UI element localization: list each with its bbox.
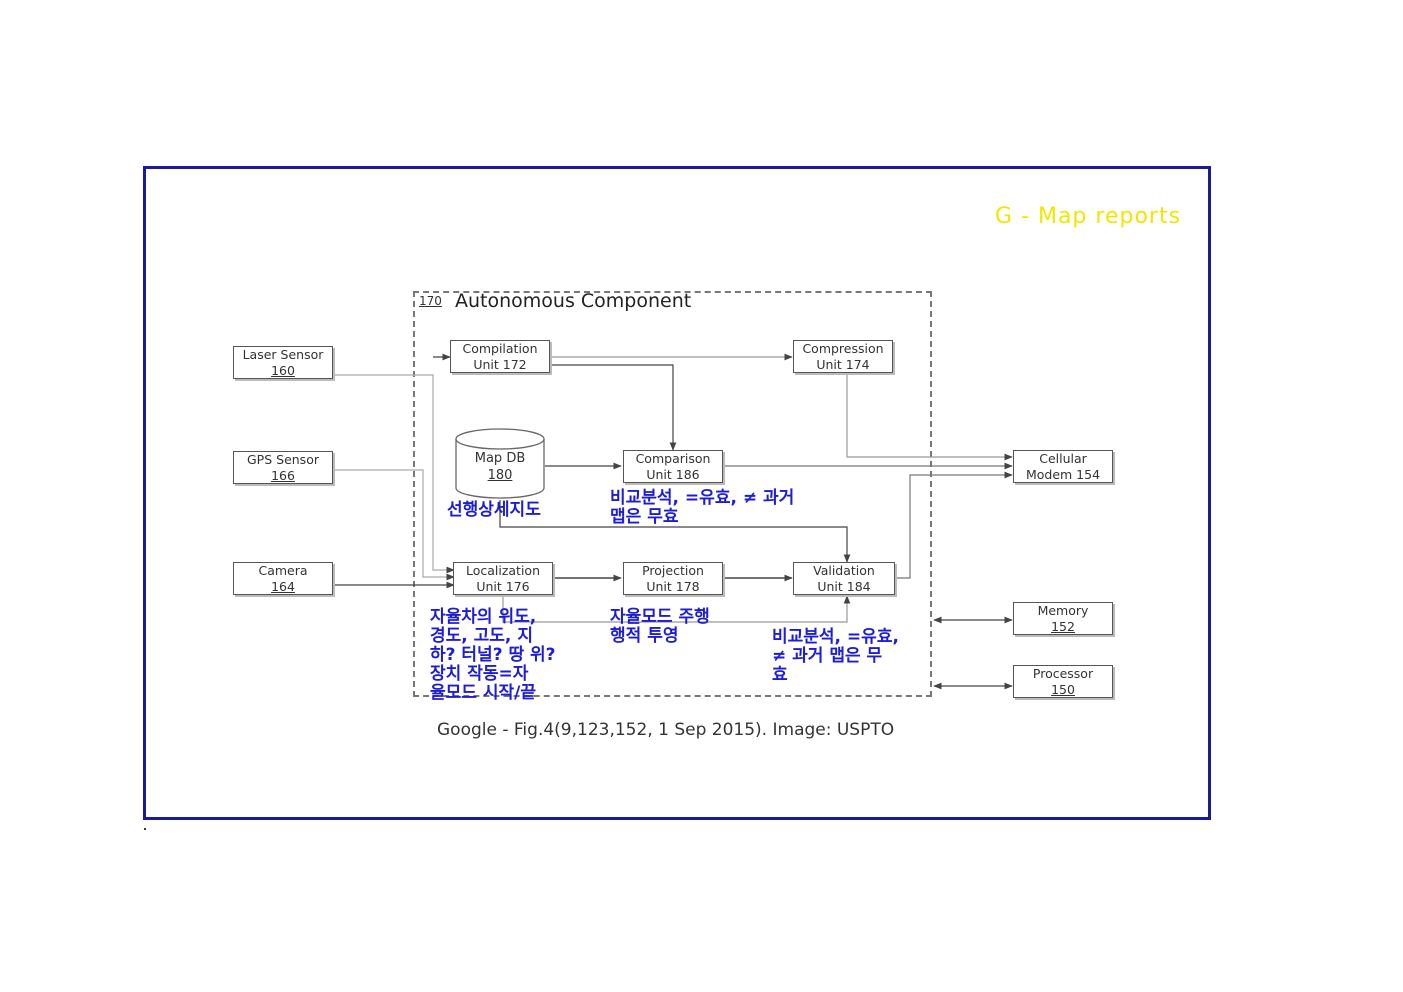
wire-gps-localization bbox=[333, 469, 455, 581]
box-label: Compilation bbox=[462, 340, 538, 356]
wire-compression-cellular bbox=[846, 373, 1013, 461]
wire-laser-localization bbox=[333, 374, 455, 574]
note-validation: 비교분석, =유효, ≠ 과거 맵은 무 효 bbox=[772, 627, 899, 685]
box-label: Cellular bbox=[1039, 450, 1087, 466]
box-number: 160 bbox=[271, 362, 295, 378]
box-number: Unit 176 bbox=[476, 578, 530, 594]
box-number: Unit 184 bbox=[817, 578, 871, 594]
box-number: 164 bbox=[271, 578, 295, 594]
slide-frame bbox=[143, 166, 1211, 820]
note-projection: 자율모드 주행 행적 투영 bbox=[610, 607, 710, 646]
box-label: Localization bbox=[465, 562, 541, 578]
figure-caption: Google - Fig.4(9,123,152, 1 Sep 2015). I… bbox=[437, 720, 895, 740]
box-label: GPS Sensor bbox=[247, 451, 319, 467]
box-number: 152 bbox=[1051, 618, 1075, 634]
camera-box: Camera 164 bbox=[233, 562, 333, 595]
wire-localization-validation bbox=[502, 595, 851, 623]
mapdb-cylinder bbox=[455, 428, 545, 499]
box-number: Unit 172 bbox=[473, 356, 527, 372]
component-number: 170 bbox=[419, 294, 442, 308]
note-mapdb: 선행상세지도 bbox=[447, 500, 541, 520]
wire-validation-cellular bbox=[895, 471, 1013, 579]
slide-heading: G - Map reports bbox=[995, 204, 1182, 229]
wire-mapdb-validation bbox=[499, 500, 851, 563]
laser-sensor-box: Laser Sensor 160 bbox=[233, 346, 333, 379]
mapdb-label: Map DB 180 bbox=[455, 450, 545, 484]
box-label: Laser Sensor bbox=[242, 346, 324, 362]
box-number: Unit 178 bbox=[646, 578, 700, 594]
stray-dot bbox=[144, 828, 146, 830]
projection-unit-box: Projection Unit 178 bbox=[623, 562, 723, 595]
note-comparison: 비교분석, =유효, ≠ 과거 맵은 무효 bbox=[610, 488, 795, 527]
box-label: Processor bbox=[1032, 665, 1094, 681]
box-label: Validation bbox=[813, 562, 875, 578]
wire-compilation-comparison bbox=[550, 364, 677, 451]
cellular-modem-box: Cellular Modem 154 bbox=[1013, 450, 1113, 483]
box-label: Comparison bbox=[635, 450, 711, 466]
box-number: Unit 174 bbox=[816, 356, 870, 372]
box-label: Compression bbox=[802, 340, 884, 356]
box-number: Modem 154 bbox=[1025, 466, 1101, 482]
localization-unit-box: Localization Unit 176 bbox=[453, 562, 553, 595]
compression-unit-box: Compression Unit 174 bbox=[793, 340, 893, 373]
box-label: Projection bbox=[642, 562, 704, 578]
mapdb-number: 180 bbox=[487, 468, 513, 483]
box-number: 166 bbox=[271, 467, 295, 483]
comparison-unit-box: Comparison Unit 186 bbox=[623, 450, 723, 483]
note-localization: 자율차의 위도, 경도, 고도, 지 하? 터널? 땅 위? 장치 작동=자 율… bbox=[430, 607, 556, 703]
box-label: Memory bbox=[1037, 602, 1089, 618]
autonomous-component-boundary bbox=[413, 291, 932, 697]
processor-box: Processor 150 bbox=[1013, 665, 1113, 698]
box-number: Unit 186 bbox=[646, 466, 700, 482]
compilation-unit-box: Compilation Unit 172 bbox=[450, 340, 550, 373]
memory-box: Memory 152 bbox=[1013, 602, 1113, 635]
box-number: 150 bbox=[1051, 681, 1075, 697]
validation-unit-box: Validation Unit 184 bbox=[793, 562, 895, 595]
box-label: Camera bbox=[258, 562, 308, 578]
gps-sensor-box: GPS Sensor 166 bbox=[233, 451, 333, 484]
mapdb-name: Map DB bbox=[474, 451, 526, 466]
component-title: Autonomous Component bbox=[455, 290, 692, 312]
